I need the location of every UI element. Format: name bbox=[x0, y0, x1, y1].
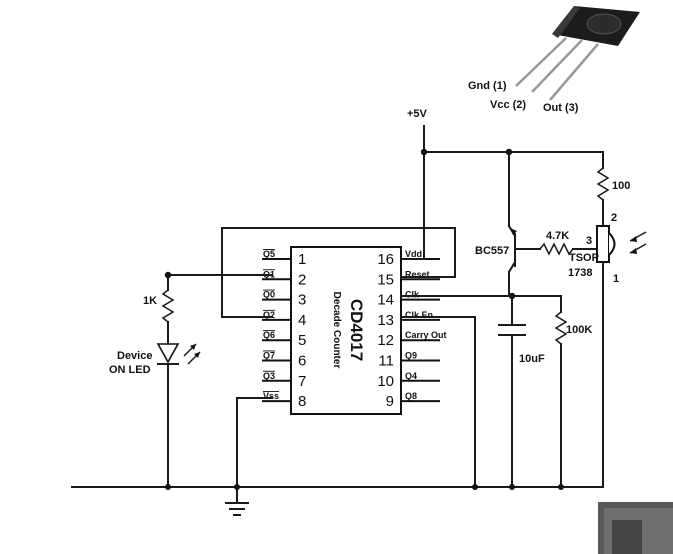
r3-label: 100 bbox=[612, 180, 630, 192]
ic-pin-8-number: 8 bbox=[298, 393, 306, 410]
ic-pin-15-number: 15 bbox=[377, 271, 394, 288]
ic-pin-6-number: 6 bbox=[298, 353, 306, 370]
photo-fragment bbox=[598, 502, 673, 554]
ic-pin-7-label: Q3 bbox=[263, 371, 275, 381]
led-label-line1: Device bbox=[117, 350, 152, 362]
ground-bus bbox=[71, 484, 604, 516]
ic-pin-10-number: 10 bbox=[377, 373, 394, 390]
ic-pin-13-label: Clk En bbox=[405, 310, 433, 320]
ic-pin-8-label: Vss bbox=[263, 391, 279, 401]
sensor-pin3: 3 bbox=[586, 235, 592, 247]
ic-pin-4-label: Q2 bbox=[263, 310, 275, 320]
ic-pin-5-label: Q6 bbox=[263, 330, 275, 340]
supply-rail bbox=[420, 125, 610, 260]
sensor-pin1: 1 bbox=[613, 273, 619, 285]
pinout-vcc-label: Vcc (2) bbox=[490, 99, 526, 111]
ic-pin-11-number: 11 bbox=[378, 353, 394, 370]
ic-pin-9-number: 9 bbox=[386, 393, 394, 410]
sensor-label-line1: TSOP bbox=[569, 252, 599, 264]
supply-label: +5V bbox=[407, 108, 428, 120]
ic-pin-15-label: Reset bbox=[405, 269, 430, 279]
ic-pin-3-number: 3 bbox=[298, 292, 306, 309]
r4-resistor bbox=[554, 311, 568, 488]
led-branch bbox=[156, 289, 201, 488]
r4-label: 100K bbox=[566, 324, 592, 336]
pinout-out-label: Out (3) bbox=[543, 102, 579, 114]
ic-pin-16-label: Vdd bbox=[405, 249, 422, 259]
ic-pin-11-label: Q9 bbox=[405, 351, 417, 361]
ic-pin-14-number: 14 bbox=[377, 292, 394, 309]
capacitor-10uf bbox=[498, 324, 526, 488]
transistor-bc557 bbox=[507, 224, 541, 297]
ic-body bbox=[290, 246, 402, 415]
ic-pin-6-label: Q7 bbox=[263, 351, 275, 361]
ic-wiring bbox=[164, 227, 562, 488]
ic-pin-7-number: 7 bbox=[298, 373, 306, 390]
ic-pin-3-label: Q0 bbox=[263, 290, 275, 300]
tsop-package-illustration bbox=[515, 6, 640, 101]
cap-label: 10uF bbox=[519, 353, 545, 365]
sensor-label-line2: 1738 bbox=[568, 267, 592, 279]
ic-pin-12-number: 12 bbox=[377, 332, 394, 349]
r2-resistor bbox=[539, 242, 574, 256]
ic-pin-9-label: Q8 bbox=[405, 391, 417, 401]
transistor-label: BC557 bbox=[475, 245, 509, 257]
sensor-pin2: 2 bbox=[611, 212, 617, 224]
ic-pin-2-number: 2 bbox=[298, 271, 306, 288]
ic-pin-1-label: Q5 bbox=[263, 249, 275, 259]
pinout-gnd-label: Gnd (1) bbox=[468, 80, 507, 92]
r1-label: 1K bbox=[143, 295, 157, 307]
ic-name: CD4017 bbox=[347, 299, 366, 361]
ic-pin-4-number: 4 bbox=[298, 312, 306, 329]
ic-subtitle: Decade Counter bbox=[331, 292, 342, 369]
tsop-sensor bbox=[596, 225, 647, 488]
ic-pin-10-label: Q4 bbox=[405, 371, 417, 381]
ic-pin-13-number: 13 bbox=[377, 312, 394, 329]
ic-pin-14-label: Clk bbox=[405, 290, 420, 300]
led-label-line2: ON LED bbox=[109, 364, 151, 376]
ic-pin-1-number: 1 bbox=[298, 251, 306, 268]
ic-pin-16-number: 16 bbox=[377, 251, 394, 268]
ic-pin-5-number: 5 bbox=[298, 332, 306, 349]
ic-pin-12-label: Carry Out bbox=[405, 330, 447, 340]
r2-label: 4.7K bbox=[546, 230, 569, 242]
